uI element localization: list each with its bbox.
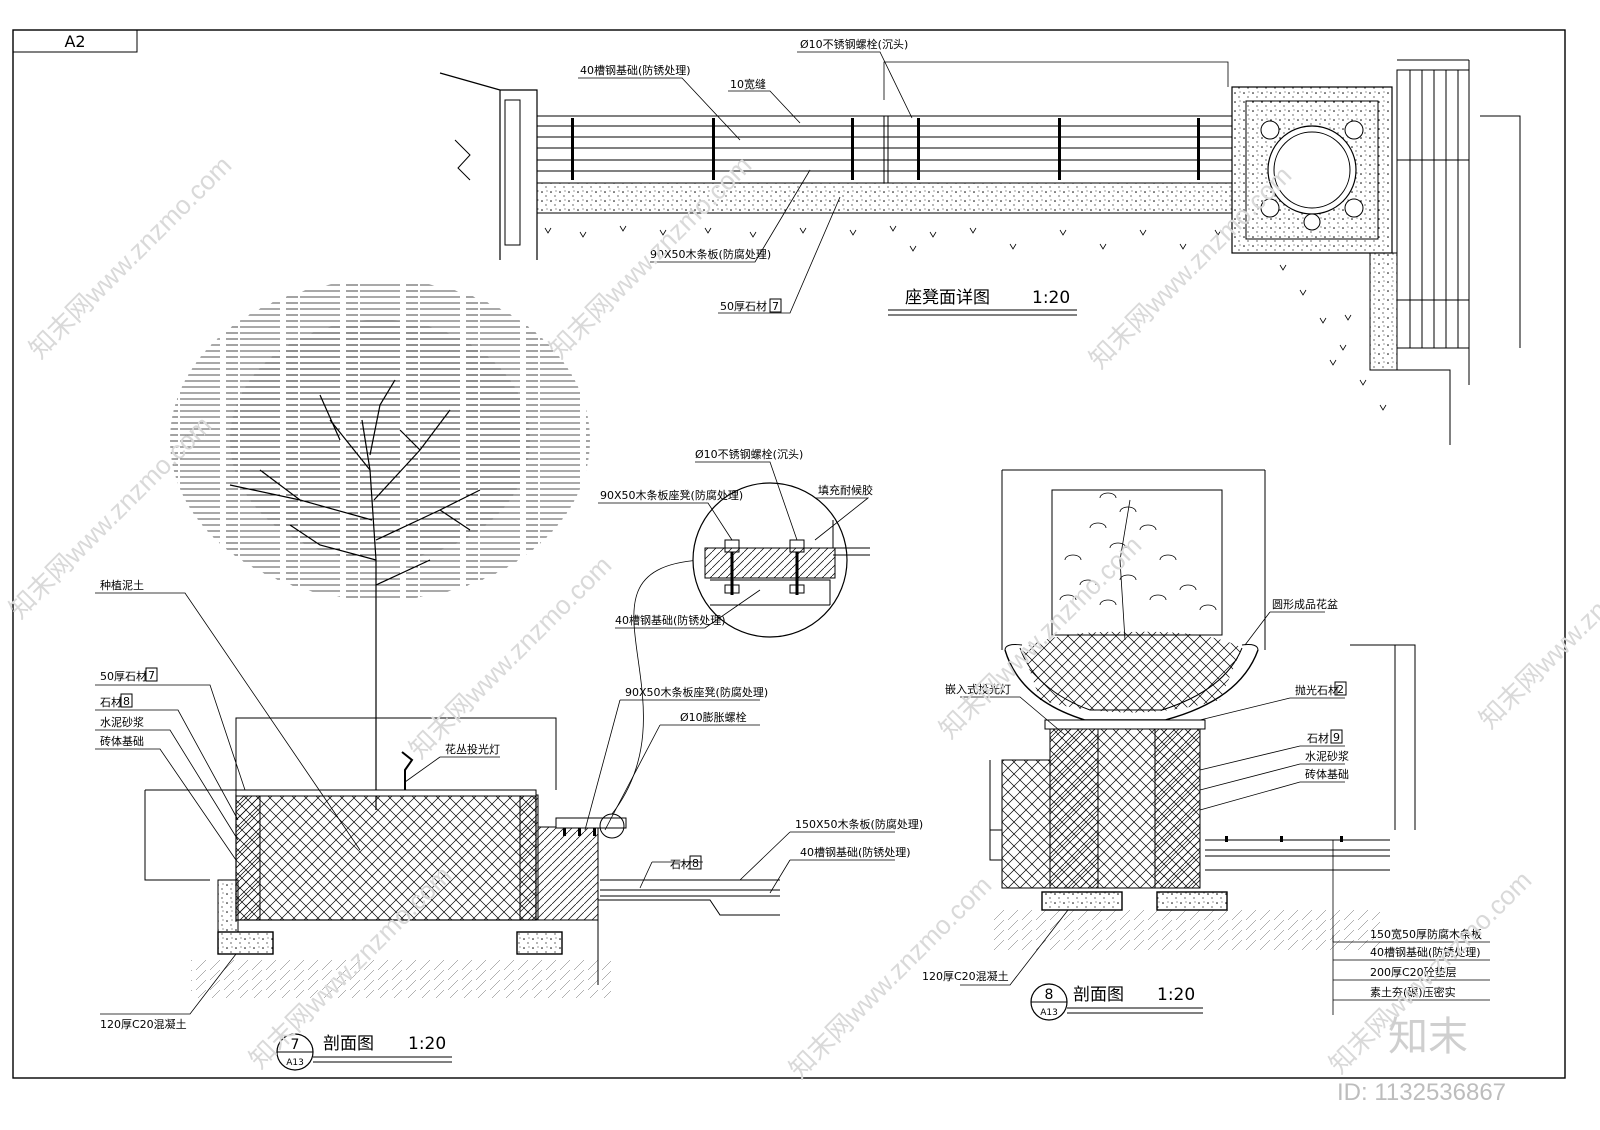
label-bolt: Ø10不锈钢螺栓(沉头) [800, 37, 908, 51]
watermark-site-7: 知末网www.znzmo.com [1473, 520, 1600, 734]
s8-label-polished: 抛光石材 [1295, 683, 1339, 697]
s8-label-polished-num: 2 [1337, 683, 1344, 696]
s7-title: 剖面图 [323, 1034, 374, 1054]
s8-ref: A13 [1040, 1008, 1058, 1018]
s7-label-expbolt: Ø10膨胀螺栓 [680, 710, 747, 724]
s8-legend-0: 150宽50厚防腐木条板 [1370, 927, 1482, 941]
label-channel: 40槽钢基础(防锈处理) [580, 63, 691, 77]
s8-label-concrete: 120厚C20混凝土 [922, 969, 1009, 983]
section-8: 嵌入式投光灯 圆形成品花盆 抛光石材 2 石材 9 水泥砂浆 砖体基础 120厚… [922, 469, 1490, 1021]
sheet-id: A2 [64, 32, 85, 51]
s7-label-stone-num: 8 [123, 695, 130, 708]
label-wood: 90X50木条板(防腐处理) [650, 247, 771, 261]
s7-label-stone50: 50厚石材 [100, 669, 147, 683]
s7-label-stone-b: 石材 [670, 857, 692, 871]
s8-label-mortar: 水泥砂浆 [1305, 749, 1349, 763]
bench-plan-title: 座凳面详图 [905, 288, 990, 308]
s7-label-stone50-num: 7 [148, 669, 155, 682]
s7-label-deck: 150X50木条板(防腐处理) [795, 817, 923, 831]
bench-plan: 40槽钢基础(防锈处理) 10宽缝 Ø10不锈钢螺栓(沉头) 90X50木条板(… [439, 37, 1521, 445]
s8-scale: 1:20 [1157, 985, 1195, 1005]
s8-label-pot: 圆形成品花盆 [1272, 597, 1338, 611]
s8-legend-3: 素土夯(碾)压密实 [1370, 985, 1456, 999]
s7-scale: 1:20 [408, 1034, 446, 1054]
s7-label-mortar: 水泥砂浆 [100, 715, 144, 729]
s8-legend-1: 40槽钢基础(防锈处理) [1370, 945, 1481, 959]
s8-label-lamp: 嵌入式投光灯 [945, 682, 1011, 696]
s8-legend-2: 200厚C20砼垫层 [1370, 965, 1457, 979]
s7-label-seat: 90X50木条板座凳(防腐处理) [625, 685, 768, 699]
watermark-site-1: 知末网www.znzmo.com [23, 150, 237, 364]
sheet-frame: A2 [12, 29, 1566, 1079]
label-stone: 50厚石材 [720, 299, 767, 313]
s7-num: 7 [291, 1037, 300, 1053]
watermark-id: ID: 1132536867 [1337, 1079, 1506, 1106]
s8-title: 剖面图 [1073, 985, 1124, 1005]
s7-label-stone: 石材 [100, 695, 122, 709]
label-gap: 10宽缝 [730, 77, 766, 91]
s7-ref: A13 [286, 1058, 304, 1068]
bench-plan-scale: 1:20 [1032, 288, 1070, 308]
s7-label-soil: 种植泥土 [100, 578, 144, 592]
detail-label-sealant: 填充耐候胶 [818, 483, 873, 497]
detail-label-channel: 40槽钢基础(防锈处理) [615, 613, 726, 627]
watermark-brand: 知末 [1388, 1015, 1468, 1059]
s8-label-stone: 石材 [1307, 731, 1329, 745]
s8-label-stone-num: 9 [1333, 731, 1340, 744]
label-stone-num: 7 [772, 300, 779, 313]
detail-label-bolt: Ø10不锈钢螺栓(沉头) [695, 447, 803, 461]
section-7: 种植泥土 50厚石材 7 石材 8 水泥砂浆 砖体基础 花丛投光灯 90X50木… [95, 280, 923, 1071]
s7-label-concrete: 120厚C20混凝土 [100, 1017, 187, 1031]
s8-num: 8 [1045, 987, 1054, 1003]
s7-label-brick: 砖体基础 [100, 734, 144, 748]
watermark-site-4: 知末网www.znzmo.com [3, 410, 217, 624]
s7-label-lamp: 花丛投光灯 [445, 742, 500, 756]
detail-label-seat: 90X50木条板座凳(防腐处理) [600, 488, 743, 502]
s8-label-brick: 砖体基础 [1305, 767, 1349, 781]
s7-label-channel: 40槽钢基础(防锈处理) [800, 845, 911, 859]
detail-circle: Ø10不锈钢螺栓(沉头) 90X50木条板座凳(防腐处理) 填充耐候胶 40槽钢… [598, 447, 873, 638]
s7-label-stone-b-num: 8 [692, 857, 699, 870]
